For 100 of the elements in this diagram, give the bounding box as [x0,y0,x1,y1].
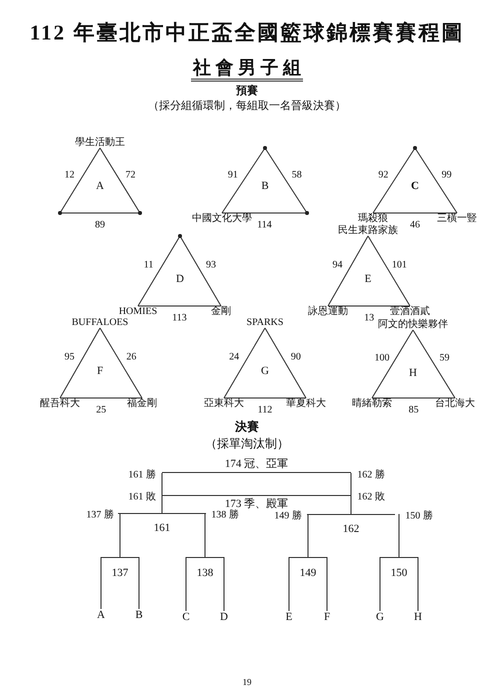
bracket-line [398,514,400,558]
bracket-line [326,556,328,612]
triangle-side [222,212,308,214]
bracket-seed: H [408,611,428,623]
bracket-line [350,494,352,514]
edge-label: 114 [257,219,272,230]
edge-label: 99 [442,169,452,180]
edge-label: 46 [410,220,420,230]
edge-label: 100 [374,352,390,364]
vertex-dot [58,211,62,215]
match-bracket: 150 [380,557,418,587]
triangle-side [368,236,410,306]
bracket-line [204,512,206,558]
triangle-side [264,148,308,214]
bracket-seed: E [279,611,299,623]
team-name: 金剛 [211,306,231,317]
edge-label: 58 [292,170,302,181]
group-letter: H [409,366,417,380]
edge-label: 113 [172,312,187,324]
bracket-seed: F [317,611,337,623]
team-name: 瑪殺狼 [358,213,388,224]
triangle-side [412,330,456,398]
triangle-side [372,330,414,398]
triangle-side [414,148,458,214]
team-name: 三橫一豎 [437,213,477,224]
triangle-side [60,148,100,214]
triangle-side [180,236,222,306]
match-bracket: 161 [118,513,206,541]
edge-label: 26 [126,352,136,363]
match-bracket: 162 [307,514,395,542]
triangle-side [138,236,180,306]
group-letter: D [176,272,184,286]
edge-label: 161 勝 [128,470,156,480]
group-letter: C [411,180,419,192]
team-name: 阿文的快樂夥伴 [378,319,448,330]
bracket-seed: C [176,611,196,623]
triangle-side [372,148,416,214]
triangle-side [60,328,100,398]
bracket-line [288,556,290,612]
section-heading: 預賽 [236,84,258,98]
note: （採單淘汰制） [205,437,289,451]
bracket-seed: B [129,609,149,621]
group-letter: E [364,272,372,286]
edge-label: 59 [440,352,450,364]
subtitle: 社 會 男 子 組 [191,58,303,82]
edge-label: 25 [96,404,106,416]
edge-label: 93 [206,260,216,271]
edge-label: 89 [95,220,105,230]
triangle-side [224,328,266,398]
section-heading: 決賽 [235,420,259,434]
edge-label: 12 [64,169,74,180]
match-bracket: 137 [101,557,139,587]
triangle-side [100,328,142,398]
bracket-seed: G [370,611,390,623]
group-letter: G [261,364,269,378]
triangle-side [264,328,306,398]
edge-label: 101 [392,260,407,271]
edge-label: 24 [229,352,240,363]
team-name: SPARKS [246,317,284,328]
edge-label: 92 [378,169,388,180]
team-name: 華夏科大 [286,398,326,409]
edge-label: 85 [408,404,419,416]
bracket-seed: D [214,611,234,623]
vertex-dot [305,211,309,215]
vertex-dot [178,234,182,238]
team-name: HOMIES [118,306,158,317]
edge-label: 138 勝 [211,510,239,520]
edge-label: 150 勝 [405,510,433,522]
bracket-seed: A [91,609,111,621]
edge-label: 91 [228,170,238,181]
edge-label: 95 [64,352,75,363]
edge-label: 90 [290,352,301,363]
team-name: 民生東路家族 [338,225,398,236]
team-name: 福金剛 [127,398,157,409]
group-letter: A [96,180,104,192]
team-name: 壹酒酒貳 [390,306,430,317]
vertex-dot [263,146,267,150]
edge-label: 13 [364,312,374,324]
match-bracket: 174 冠、亞軍 [162,455,351,473]
team-name: 醒吾科大 [40,398,80,409]
team-name: 台北海大 [435,398,475,409]
team-name: 詠恩運動 [308,306,348,317]
edge-label: 149 勝 [274,510,302,522]
edge-label: 137 勝 [86,510,114,520]
triangle-side [60,212,140,214]
team-name: 學生活動王 [75,137,125,148]
team-name: BUFFALOES [72,317,128,328]
bracket-line [138,556,140,610]
triangle-side [222,148,266,214]
match-bracket: 138 [186,557,224,587]
edge-label: 162 敗 [357,492,385,502]
match-bracket: 149 [289,557,327,587]
edge-label: 162 勝 [357,470,385,480]
bracket-line [100,556,102,610]
group-letter: F [96,364,104,378]
edge-label: 161 敗 [128,492,156,502]
page-number: 19 [242,678,252,688]
edge-label: 72 [126,169,136,180]
team-name: 中國文化大學 [192,213,252,224]
title: 112 年臺北市中正盃全國籃球錦標賽賽程圖 [30,21,464,45]
